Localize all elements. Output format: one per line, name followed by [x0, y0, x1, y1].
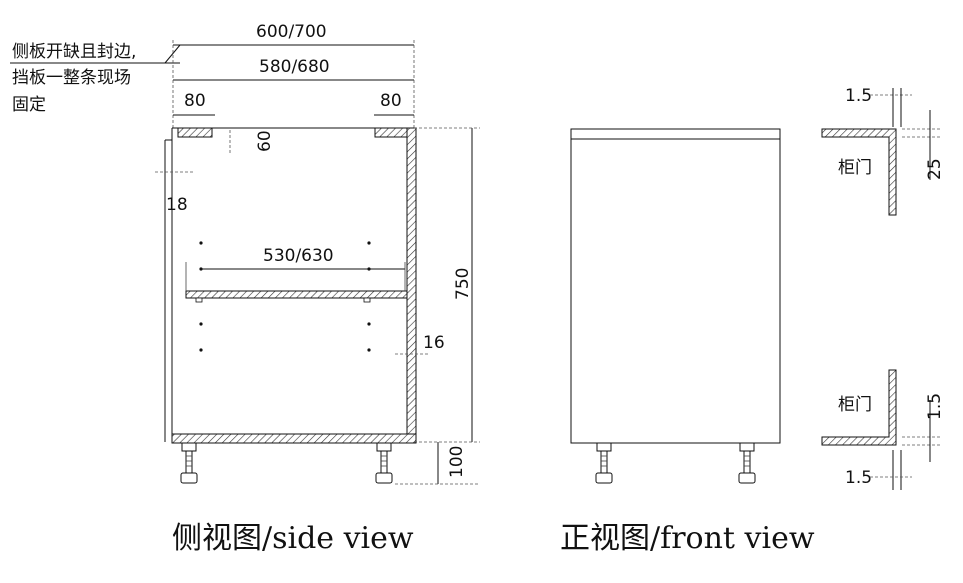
dim-right-80: 80 — [380, 91, 402, 111]
dim-25: 25 — [925, 158, 945, 180]
front-leg-left — [595, 442, 613, 484]
top-door-label: 柜门 — [838, 158, 872, 178]
side-leg-right — [375, 442, 393, 484]
dim-inner-width: 580/680 — [259, 57, 330, 77]
front-leg-right — [738, 442, 756, 484]
dim-height: 750 — [453, 268, 473, 300]
dim-60: 60 — [255, 130, 275, 152]
top-rail-right — [374, 127, 408, 138]
note-line-1: 侧板开缺且封边, — [12, 42, 136, 62]
shelf-pin-holes — [199, 241, 371, 352]
side-view-caption: 侧视图/side view — [172, 521, 414, 556]
dim-bottom-15: 1.5 — [845, 468, 872, 488]
bottom-door-edge-profile — [821, 369, 897, 446]
bottom-panel — [171, 433, 417, 444]
dim-18: 18 — [166, 195, 188, 215]
note-line-3: 固定 — [12, 95, 46, 115]
side-leg-left — [180, 442, 198, 484]
bottom-door-label: 柜门 — [838, 395, 872, 415]
front-door — [570, 138, 781, 444]
top-rail-left — [177, 127, 213, 138]
note-line-2: 挡板一整条现场 — [12, 68, 131, 88]
note-leader — [164, 44, 181, 64]
dim-total-width: 600/700 — [256, 22, 327, 42]
shelf — [185, 290, 408, 299]
dim-shelf: 530/630 — [263, 246, 334, 266]
front-view: 正视图/front view — [560, 128, 815, 556]
door-detail: 1.5 柜门 25 柜门 1.5 1.5 — [821, 86, 945, 490]
dim-top-15: 1.5 — [845, 86, 872, 106]
dim-16: 16 — [423, 333, 445, 353]
front-view-caption: 正视图/front view — [560, 521, 815, 556]
side-view: 侧板开缺且封边, 挡板一整条现场 固定 600/700 580/680 80 8… — [10, 22, 480, 556]
back-panel — [406, 127, 417, 443]
dim-left-80: 80 — [184, 91, 206, 111]
dim-right-15: 1.5 — [925, 393, 945, 420]
front-top-edge — [570, 128, 781, 140]
top-door-edge-profile — [821, 128, 897, 216]
dim-leg: 100 — [447, 446, 467, 478]
